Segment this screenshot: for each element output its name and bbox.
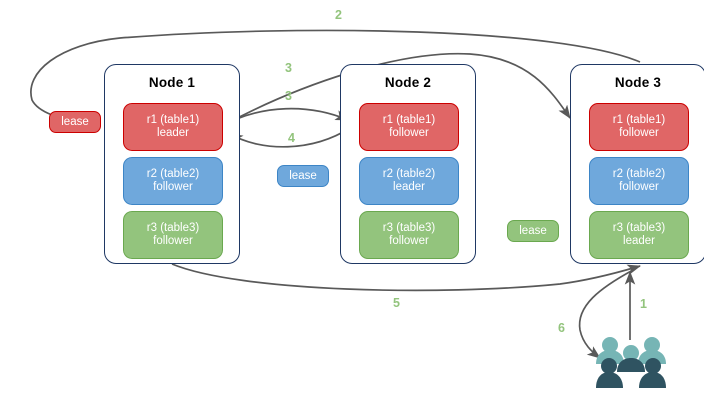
node-3-replica-r3[interactable]: r3 (table3) leader <box>589 211 689 259</box>
node-2-replica-r3[interactable]: r3 (table3) follower <box>359 211 459 259</box>
arrow-step-6 <box>578 269 634 359</box>
step-label-2: 2 <box>335 8 342 22</box>
replica-role: leader <box>393 181 425 193</box>
step-label-4: 4 <box>288 131 295 145</box>
arrow-step-3-to-node2 <box>221 107 349 127</box>
node-3-title: Node 3 <box>614 75 662 90</box>
replica-role: follower <box>619 181 659 193</box>
node-3-replica-r2[interactable]: r2 (table2) follower <box>589 157 689 205</box>
lease-badge-table2[interactable]: lease <box>277 165 329 187</box>
replica-name: r2 (table2) <box>382 167 436 180</box>
step-label-6: 6 <box>558 321 565 335</box>
node-2-replica-r1[interactable]: r1 (table1) follower <box>359 103 459 151</box>
replica-role: follower <box>389 235 429 247</box>
replica-name: r3 (table3) <box>612 221 666 234</box>
replica-name: r1 (table1) <box>382 113 436 126</box>
replica-role: leader <box>157 127 189 139</box>
node-box-2[interactable]: Node 2 r1 (table1) follower r2 (table2) … <box>340 64 476 264</box>
replica-name: r1 (table1) <box>146 113 200 126</box>
step-label-5: 5 <box>393 296 400 310</box>
node-2-title: Node 2 <box>384 75 432 90</box>
step-label-3b: 3 <box>285 89 292 103</box>
lease-badge-table1[interactable]: lease <box>49 111 101 133</box>
node-1-replica-r3[interactable]: r3 (table3) follower <box>123 211 223 259</box>
replica-name: r1 (table1) <box>612 113 666 126</box>
replica-name: r2 (table2) <box>612 167 666 180</box>
replica-role: follower <box>619 127 659 139</box>
replica-role: follower <box>153 235 193 247</box>
replica-name: r3 (table3) <box>382 221 436 234</box>
node-3-replica-r1[interactable]: r1 (table1) follower <box>589 103 689 151</box>
step-label-1: 1 <box>640 297 647 311</box>
arrow-step-2 <box>30 29 641 127</box>
arrow-step-4 <box>229 127 351 148</box>
replica-name: r2 (table2) <box>146 167 200 180</box>
arrow-step-5 <box>171 263 641 292</box>
arrow-step-3-to-node3 <box>221 52 571 127</box>
step-label-3a: 3 <box>285 61 292 75</box>
replica-role: follower <box>389 127 429 139</box>
node-box-1[interactable]: Node 1 r1 (table1) leader r2 (table2) fo… <box>104 64 240 264</box>
replica-name: r3 (table3) <box>146 221 200 234</box>
node-1-title: Node 1 <box>148 75 196 90</box>
replica-role: leader <box>623 235 655 247</box>
node-box-3[interactable]: Node 3 r1 (table1) follower r2 (table2) … <box>570 64 704 264</box>
clients-icon <box>596 337 666 388</box>
replica-role: follower <box>153 181 193 193</box>
lease-badge-table3[interactable]: lease <box>507 220 559 242</box>
node-1-replica-r1[interactable]: r1 (table1) leader <box>123 103 223 151</box>
node-1-replica-r2[interactable]: r2 (table2) follower <box>123 157 223 205</box>
node-2-replica-r2[interactable]: r2 (table2) leader <box>359 157 459 205</box>
